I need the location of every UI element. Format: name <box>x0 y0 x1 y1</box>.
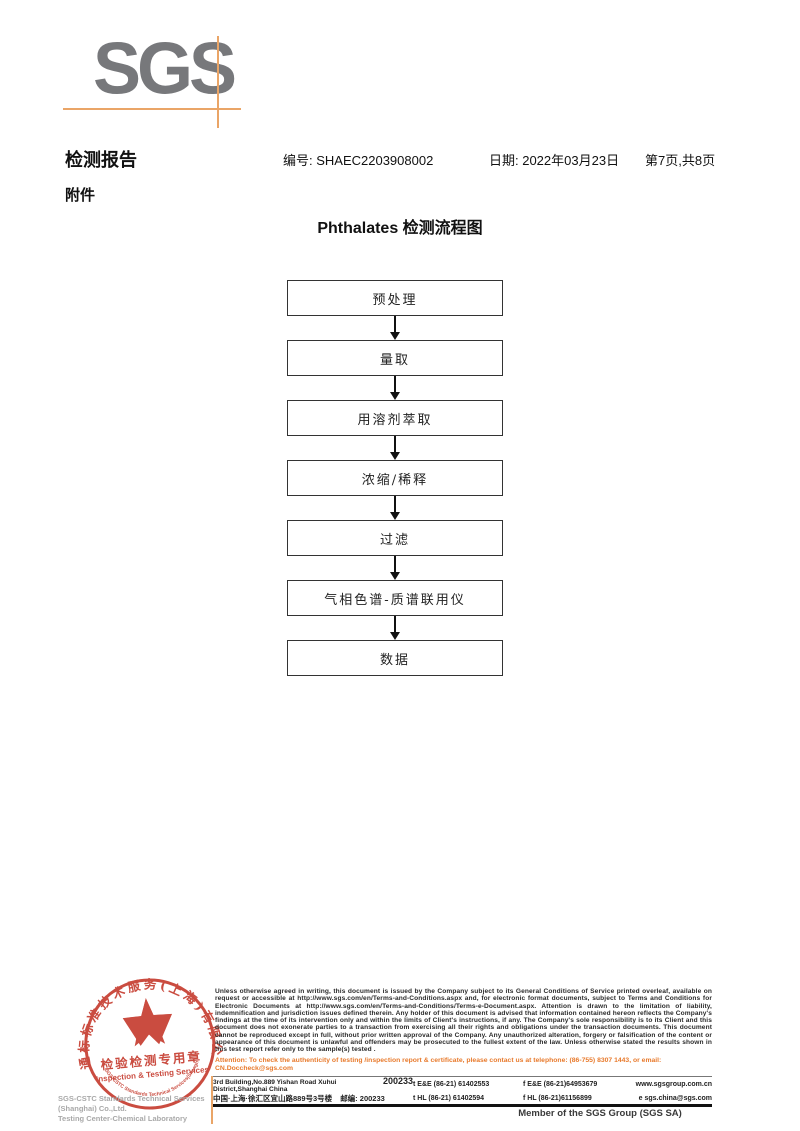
website[interactable]: www.sgsgroup.com.cn <box>635 1080 712 1088</box>
flow-step-data: 数据 <box>287 640 503 676</box>
down-arrow-icon <box>388 556 402 580</box>
footer-orange-rule <box>211 1076 213 1124</box>
lab-name-block: SGS-CSTC Standards Technical Services (S… <box>58 1094 243 1124</box>
page-indicator: 第7页,共8页 <box>645 153 716 168</box>
address-row-en: 3rd Building,No.889 Yishan Road Xuhui Di… <box>213 1075 712 1093</box>
sgs-logo-text: SGS <box>93 28 237 110</box>
address-row-cn: 中国·上海·徐汇区宜山路889号3号楼 邮编: 200233 t HL (86-… <box>213 1091 712 1105</box>
flow-step-solvent-extraction: 用溶剂萃取 <box>287 400 503 436</box>
down-arrow-icon <box>388 376 402 400</box>
report-title: 检测报告 <box>65 150 137 170</box>
postcode-en: 200233 <box>382 1075 413 1086</box>
fax-ee: f E&E (86-21)64953679 <box>523 1080 598 1088</box>
down-arrow-icon <box>388 316 402 340</box>
flow-step-measure: 量取 <box>287 340 503 376</box>
footer-rule <box>213 1104 712 1107</box>
address-cn: 中国·上海·徐汇区宜山路889号3号楼 <box>213 1093 333 1103</box>
flow-step-filter: 过滤 <box>287 520 503 556</box>
report-date: 日期: 2022年03月23日 <box>489 153 620 168</box>
flowchart-title: Phthalates 检测流程图 <box>317 220 483 237</box>
sgs-logo: SGS <box>63 22 253 132</box>
tel-ee: t E&E (86-21) 61402553 <box>413 1080 490 1088</box>
fax-hl: f HL (86-21)61156899 <box>523 1094 592 1102</box>
address-block: 3rd Building,No.889 Yishan Road Xuhui Di… <box>213 1076 712 1105</box>
logo-horizontal-rule <box>63 108 241 110</box>
down-arrow-icon <box>388 436 402 460</box>
report-number: 编号: SHAEC2203908002 <box>283 153 434 168</box>
lab-name-line2: Testing Center-Chemical Laboratory <box>58 1114 188 1123</box>
address-en: 3rd Building,No.889 Yishan Road Xuhui Di… <box>213 1078 337 1093</box>
attachment-label: 附件 <box>65 187 96 204</box>
flow-step-concentrate-dilute: 浓缩/稀释 <box>287 460 503 496</box>
lab-name-line1: SGS-CSTC Standards Technical Services (S… <box>58 1094 205 1113</box>
flow-step-pretreatment: 预处理 <box>287 280 503 316</box>
sgs-member-text: Member of the SGS Group (SGS SA) <box>518 1108 682 1119</box>
logo-vertical-rule <box>217 36 219 128</box>
attention-notice: Attention: To check the authenticity of … <box>215 1057 662 1072</box>
phthalates-flowchart: 预处理 量取 用溶剂萃取 浓缩/稀释 过滤 气相色谱-质谱联用仪 数据 <box>287 280 503 676</box>
tel-hl: t HL (86-21) 61402594 <box>413 1094 485 1102</box>
down-arrow-icon <box>388 616 402 640</box>
postcode-cn: 邮编: 200233 <box>340 1093 385 1103</box>
email[interactable]: e sgs.china@sgs.com <box>638 1094 712 1102</box>
legal-disclaimer: Unless otherwise agreed in writing, this… <box>215 988 712 1054</box>
down-arrow-icon <box>388 496 402 520</box>
flow-step-gcms: 气相色谱-质谱联用仪 <box>287 580 503 616</box>
